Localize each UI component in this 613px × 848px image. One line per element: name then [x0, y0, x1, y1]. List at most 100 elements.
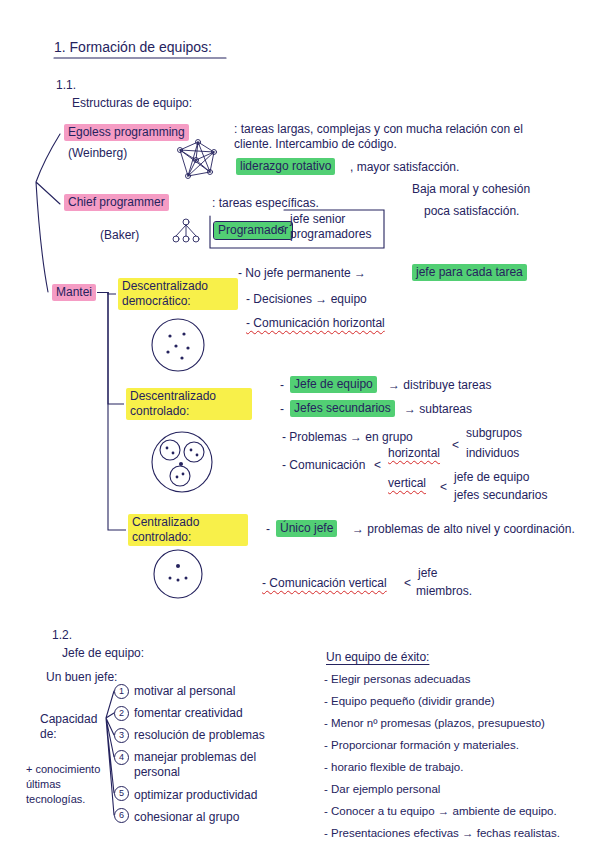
node-text: Mantei: [56, 285, 92, 300]
note-text: : tareas específicas.: [212, 196, 319, 211]
node-text: Chief programmer: [68, 195, 165, 210]
ability-brace: [106, 691, 114, 815]
node-text: 4: [115, 751, 128, 764]
node-text: 6: [115, 809, 128, 822]
note-text: Estructuras de equipo:: [72, 96, 192, 111]
note-text: individuos: [466, 446, 519, 461]
note-text: (Baker): [100, 228, 139, 243]
note-text: -: [280, 402, 284, 417]
highlight-band: Centralizado controlado:: [128, 514, 248, 546]
note-text: - Problemas → en grupo: [282, 430, 413, 445]
note-text: - horario flexible de trabajo.: [324, 760, 463, 775]
note-text: horizontal: [388, 446, 440, 461]
highlight-band: jefe para cada tarea: [412, 264, 527, 281]
note-text: - Conocer a tu equipo → ambiente de equi…: [324, 804, 557, 819]
note-text: - Comunicación: [282, 458, 365, 473]
note-text: : tareas largas, complejas y con mucha r…: [234, 122, 564, 152]
note-text: → subtareas: [404, 402, 472, 417]
note-text: , mayor satisfacción.: [350, 160, 459, 175]
branch-line: [97, 293, 126, 531]
node-text: 2: [115, 707, 128, 720]
note-text: <: [440, 480, 447, 495]
note-text: manejar problemas del personal: [134, 750, 284, 780]
note-text: miembros.: [416, 584, 472, 599]
note-text: → distribuye tareas: [388, 378, 491, 393]
node-text: Descentralizado democrático:: [122, 279, 234, 309]
note-text: subgrupos: [466, 426, 522, 441]
note-text: poca satisfacción.: [424, 204, 519, 219]
note-text: - Presentaciones efectivas → fechas real…: [324, 826, 560, 841]
note-text: <: [374, 458, 381, 473]
note-text: optimizar productividad: [134, 788, 257, 803]
highlight-band: Mantei: [52, 284, 96, 301]
note-text: - Dar ejemplo personal: [324, 782, 440, 797]
node-text: Descentralizado controlado:: [130, 389, 248, 419]
title-underline: [54, 57, 226, 58]
note-text: 1.1.: [56, 78, 76, 93]
number-circle: 6: [114, 808, 129, 823]
note-text: - Proporcionar formación y materiales.: [324, 738, 519, 753]
note-text: jefe de equipo: [454, 470, 529, 485]
bracket-box: [210, 210, 384, 248]
note-text: Jefe de equipo:: [62, 646, 144, 661]
note-text: <: [404, 576, 411, 591]
note-text: jefe: [418, 566, 437, 581]
note-text: - Comunicación vertical: [262, 576, 387, 591]
page-title: 1. Formación de equipos:: [54, 40, 212, 55]
note-text: (Weinberg): [68, 146, 127, 161]
note-text: <: [452, 438, 459, 453]
note-text: - Menor nº promesas (plazos, presupuesto…: [324, 716, 545, 731]
highlight-band: Egoless programming: [64, 124, 189, 141]
note-text: <: [278, 222, 285, 237]
note-text: - No jefe permanente →: [238, 266, 366, 281]
note-text: jefe senior programadores: [290, 212, 380, 242]
highlight-band: Único jefe: [276, 520, 337, 537]
note-text: - Comunicación horizontal: [246, 316, 385, 331]
number-circle: 4: [114, 750, 129, 765]
highlight-band: liderazgo rotativo: [236, 158, 335, 175]
note-text: Capacidad de:: [40, 712, 104, 742]
node-text: Jefes secundarios: [294, 401, 391, 416]
network-icon: [178, 140, 217, 179]
note-text: - Elegir personas adecuadas: [324, 672, 470, 687]
node-text: 5: [115, 787, 128, 800]
team-circle-controlled: [152, 432, 212, 492]
note-text: fomentar creatividad: [134, 706, 243, 721]
number-circle: 3: [114, 728, 129, 743]
note-text: + conocimiento últimas tecnologías.: [26, 762, 102, 807]
node-text: Egoless programming: [68, 125, 185, 140]
number-circle: 1: [114, 684, 129, 699]
highlight-band: Jefes secundarios: [290, 400, 395, 417]
highlight-band: Chief programmer: [64, 194, 169, 211]
node-text: jefe para cada tarea: [416, 265, 523, 280]
node-text: Centralizado controlado:: [132, 515, 244, 545]
note-text: Un equipo de éxito:: [326, 650, 429, 665]
note-text: cohesionar al grupo: [134, 810, 239, 825]
note-text: motivar al personal: [134, 684, 235, 699]
team-circle-democratic: [152, 319, 204, 371]
node-text: Jefe de equipo: [294, 377, 373, 392]
note-text: -: [280, 378, 284, 393]
node-text: Único jefe: [280, 521, 333, 536]
note-text: - Decisiones → equipo: [246, 292, 367, 307]
node-text: 3: [115, 729, 128, 742]
note-text: - Equipo pequeño (dividir grande): [324, 694, 495, 709]
number-circle: 5: [114, 786, 129, 801]
node-text: Programador: [218, 223, 288, 238]
note-text: -: [266, 522, 270, 537]
number-circle: 2: [114, 706, 129, 721]
highlight-band: Jefe de equipo: [290, 376, 377, 393]
highlight-band: Descentralizado controlado:: [126, 388, 252, 420]
main-brace: [36, 134, 60, 292]
note-text: 1.2.: [52, 628, 72, 643]
tree-icon: [173, 219, 199, 242]
note-text: vertical: [388, 476, 426, 491]
note-text: jefes secundarios: [454, 488, 547, 503]
note-text: Un buen jefe:: [46, 670, 117, 685]
highlight-band: Descentralizado democrático:: [118, 278, 238, 310]
team-circle-centralized: [154, 550, 202, 598]
node-text: 1: [115, 685, 128, 698]
note-text: resolución de problemas: [134, 728, 265, 743]
node-text: liderazgo rotativo: [240, 159, 331, 174]
